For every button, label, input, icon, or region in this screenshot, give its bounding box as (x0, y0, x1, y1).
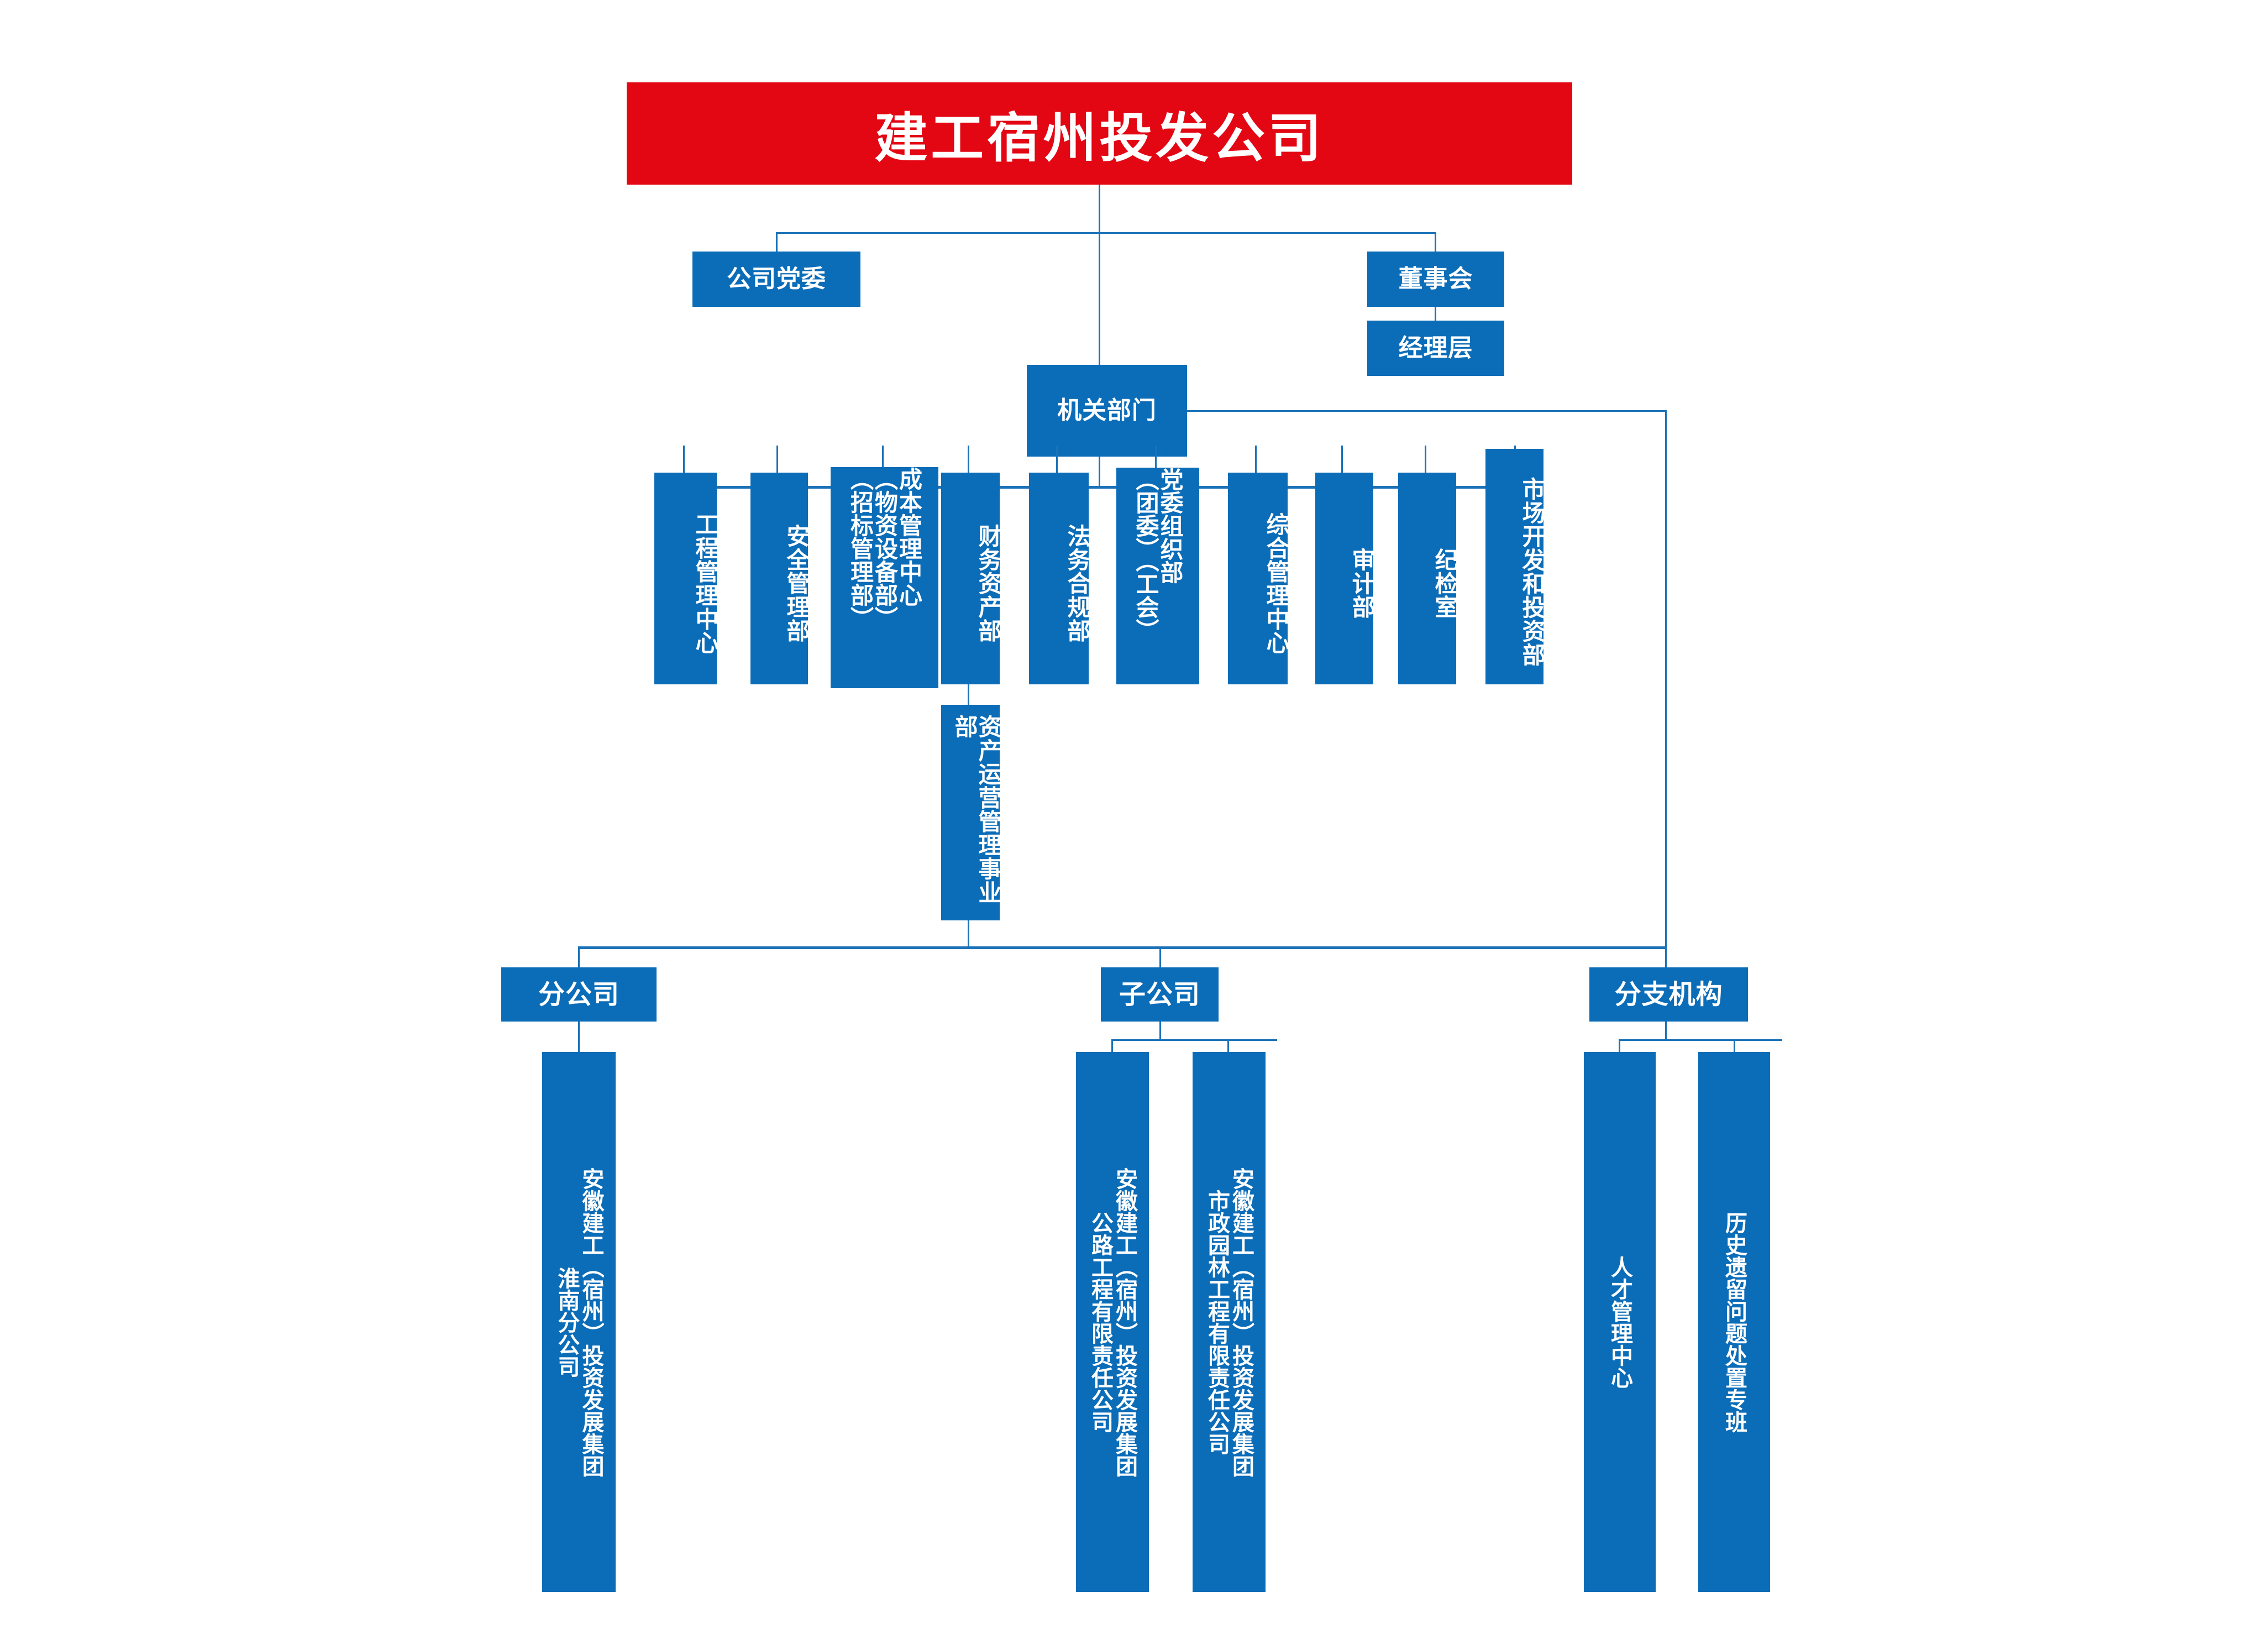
connector-to-affiliated (1665, 946, 1667, 967)
connector-dept-tail-6 (1255, 446, 1257, 473)
connector-organs-down (1099, 457, 1100, 487)
node-department-general-management-center[interactable]: 综合管理中心 (1228, 473, 1290, 684)
co-0-col-1: 淮南分公司 (554, 1266, 580, 1378)
dept-5-col-1: （团委）（工会） (1132, 468, 1159, 642)
connector-dept-tail-0 (683, 446, 685, 473)
co-3-col-0: 人才管理中心 (1607, 1255, 1632, 1389)
node-department-market-development-investment[interactable]: 市场开发和投资部 (1485, 449, 1546, 684)
connector-to-board (1435, 232, 1436, 252)
connector-finance-to-asset-ops (968, 684, 969, 705)
connector-tier2-bus (776, 232, 1436, 234)
co-2-col-1: 市政园林工程有限责任公司 (1204, 1189, 1230, 1455)
node-asset-operation-management-unit[interactable]: 资产运营管理事业部 (941, 705, 1002, 920)
node-party-committee[interactable]: 公司党委 (692, 252, 860, 307)
connector-dept-tail-7 (1341, 446, 1343, 473)
connector-board-to-mgmt (1435, 306, 1436, 322)
connector-dept-tail-2 (882, 446, 884, 468)
node-management-layer[interactable]: 经理层 (1367, 321, 1504, 376)
connector-affil-down (1665, 1022, 1667, 1040)
connector-title-down (1099, 185, 1100, 233)
connector-dept-tail-5 (1155, 446, 1157, 468)
node-department-legal-compliance[interactable]: 法务合规部 (1029, 473, 1091, 684)
node-company-highway-engineering[interactable]: 安徽建工（宿州）投资发展集团 公路工程有限责任公司 (1076, 1052, 1149, 1592)
connector-asset-ops-down (968, 920, 969, 947)
co-0-col-0: 安徽建工（宿州）投资发展集团 (578, 1167, 604, 1477)
connector-tier4-bus (578, 946, 1667, 949)
node-affiliated-units-header[interactable]: 分支机构 (1589, 967, 1748, 1022)
node-department-finance-assets[interactable]: 财务资产部 (941, 473, 1002, 684)
node-board-of-directors[interactable]: 董事会 (1367, 252, 1504, 307)
connector-dept-tail-1 (776, 446, 778, 473)
node-department-cost-management-center[interactable]: 成本管理中心 （物资设备部） （招标管理部） (831, 467, 938, 688)
connector-sub-down (1159, 1022, 1161, 1040)
connector-to-branch (578, 946, 580, 967)
node-unit-legacy-issues-task-force[interactable]: 历史遗留问题处置专班 (1698, 1052, 1770, 1592)
connector-right-drop (1665, 410, 1667, 947)
connector-dept-tail-3 (968, 446, 969, 473)
node-branch-companies-header[interactable]: 分公司 (501, 967, 657, 1022)
connector-sub-bus (1111, 1039, 1277, 1041)
connector-affil-bus (1619, 1039, 1782, 1041)
connector-branch-to-child (578, 1022, 580, 1052)
node-department-safety-management[interactable]: 安全管理部 (750, 473, 810, 684)
dept-2-col-0: 成本管理中心 (895, 467, 923, 606)
connector-to-party (776, 232, 778, 252)
dept-2-col-1: （物资设备部） (871, 467, 899, 630)
org-title-banner: 建工宿州投发公司 (627, 82, 1572, 185)
node-department-audit[interactable]: 审计部 (1315, 473, 1376, 684)
node-company-municipal-landscape-engineering[interactable]: 安徽建工（宿州）投资发展集团 市政园林工程有限责任公司 (1193, 1052, 1266, 1592)
node-company-huainan-branch[interactable]: 安徽建工（宿州）投资发展集团 淮南分公司 (542, 1052, 616, 1592)
co-1-col-0: 安徽建工（宿州）投资发展集团 (1112, 1167, 1137, 1477)
node-department-engineering-management-center[interactable]: 工程管理中心 (654, 473, 719, 684)
connector-dept-tail-9 (1514, 446, 1516, 449)
connector-sub-child-0 (1111, 1039, 1113, 1052)
node-subsidiaries-header[interactable]: 子公司 (1101, 967, 1219, 1022)
dept-5-col-0: 党委组织部 (1157, 468, 1184, 584)
connector-to-subsidiary (1159, 946, 1161, 967)
dept-2-col-2: （招标管理部） (847, 467, 874, 630)
connector-sub-child-1 (1227, 1039, 1229, 1052)
connector-dept-tail-4 (1056, 446, 1058, 473)
node-department-party-organization[interactable]: 党委组织部 （团委）（工会） (1116, 468, 1199, 684)
connector-dept-tail-8 (1425, 446, 1426, 473)
co-2-col-0: 安徽建工（宿州）投资发展集团 (1229, 1167, 1254, 1477)
node-department-discipline-inspection[interactable]: 纪检室 (1398, 473, 1458, 684)
co-4-col-0: 历史遗留问题处置专班 (1721, 1211, 1747, 1433)
node-organs-departments[interactable]: 机关部门 (1027, 365, 1187, 457)
co-1-col-1: 公路工程有限责任公司 (1088, 1211, 1113, 1433)
connector-to-organs (1099, 232, 1100, 366)
connector-affil-child-0 (1619, 1039, 1620, 1052)
connector-organs-right-arm (1187, 410, 1667, 412)
connector-departments-bus (683, 486, 1515, 489)
connector-affil-child-1 (1734, 1039, 1735, 1052)
node-unit-talent-management-center[interactable]: 人才管理中心 (1584, 1052, 1656, 1592)
